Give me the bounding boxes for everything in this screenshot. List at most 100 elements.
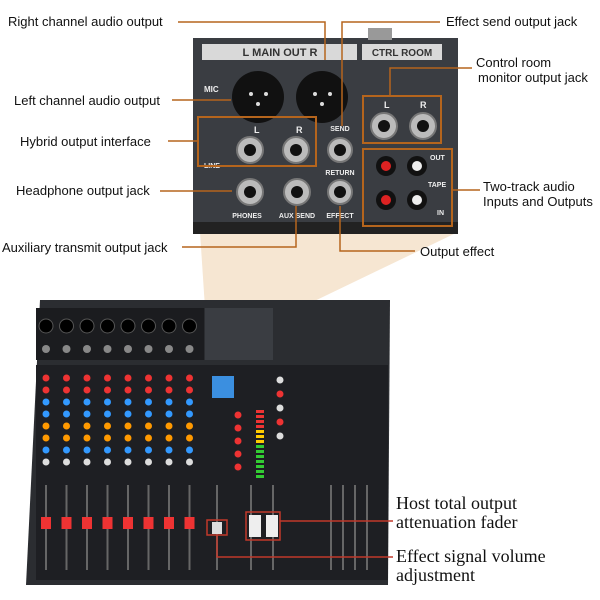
line-input	[144, 345, 153, 353]
channel-knob	[42, 386, 50, 394]
line-input	[165, 345, 173, 353]
level-meter-led	[256, 415, 264, 418]
channel-knob	[124, 458, 132, 466]
phones-label: PHONES	[232, 213, 262, 220]
xlr-input	[59, 318, 74, 334]
xlr-input	[182, 318, 197, 334]
channel-knob	[42, 422, 50, 430]
channel-knob	[145, 434, 152, 442]
channel-knob	[124, 434, 132, 442]
channel-knob	[83, 434, 91, 442]
sub-fader-track	[354, 485, 356, 570]
channel-knob	[186, 386, 193, 394]
channel-knob	[186, 422, 193, 430]
channel-knob	[104, 410, 111, 418]
level-meter-led	[256, 440, 264, 443]
callout-control-room-2: monitor output jack	[478, 70, 588, 85]
channel-knob	[63, 446, 70, 454]
callout-control-room-1: Control room	[476, 55, 552, 70]
channel-knob	[186, 410, 193, 418]
channel-knob	[104, 422, 111, 430]
output-panel	[205, 308, 273, 360]
channel-knob	[124, 422, 132, 430]
level-meter-led	[256, 470, 264, 473]
callout-effect-volume-2: adjustment	[396, 565, 475, 585]
ctrl-room-label: CTRL ROOM	[372, 48, 432, 59]
main-fader-l	[249, 515, 261, 537]
channel-fader	[143, 517, 154, 529]
line-input	[83, 345, 91, 353]
xlr-input	[79, 318, 95, 334]
level-meter-led	[256, 475, 264, 478]
channel-knob	[124, 398, 132, 406]
mic-label: MIC	[204, 85, 219, 94]
level-meter-led	[256, 460, 264, 463]
channel-knob	[83, 422, 91, 430]
channel-fader	[184, 517, 195, 529]
callout-hybrid: Hybrid output interface	[20, 134, 151, 149]
xlr-input	[38, 318, 54, 334]
aux-knob	[276, 404, 284, 412]
callout-host-fader-2: attenuation fader	[396, 512, 518, 532]
master-knob	[234, 450, 242, 458]
channel-knob	[186, 374, 193, 382]
fx-fader	[212, 522, 222, 534]
xlr-right	[296, 71, 348, 123]
aux-knob	[276, 432, 284, 440]
level-meter-led	[256, 455, 264, 458]
channel-knob	[63, 434, 70, 442]
sub-fader-track	[342, 485, 344, 570]
xlr-input	[161, 318, 177, 334]
master-knob	[234, 463, 242, 471]
send-label: SEND	[330, 126, 349, 133]
level-meter-led	[256, 420, 264, 423]
main-out-label: L MAIN OUT R	[243, 47, 318, 59]
tape-label: TAPE	[428, 182, 446, 189]
channel-knob	[165, 410, 173, 418]
callout-aux: Auxiliary transmit output jack	[2, 240, 168, 255]
level-meter-led	[256, 465, 264, 468]
channel-knob	[83, 386, 91, 394]
aux-send-label: AUX SEND	[279, 213, 315, 220]
aux-knob	[276, 376, 284, 384]
channel-fader	[102, 517, 113, 529]
line-input	[185, 345, 194, 353]
channel-knob	[165, 434, 173, 442]
channel-knob	[104, 458, 111, 466]
line-input	[124, 345, 132, 353]
channel-knob	[42, 446, 50, 454]
channel-knob	[186, 458, 193, 466]
channel-knob	[104, 434, 111, 442]
control-surface	[36, 365, 388, 580]
channel-knob	[42, 410, 50, 418]
callout-effect-volume-1: Effect signal volume	[396, 546, 546, 566]
sub-fader-track	[366, 485, 368, 570]
xlr-input	[120, 318, 136, 334]
xlr-left	[232, 71, 284, 123]
channel-knob	[63, 386, 70, 394]
fx-send-jack-top	[368, 28, 392, 40]
level-meter-led	[256, 435, 264, 438]
channel-knob	[63, 410, 70, 418]
callout-lines	[160, 21, 480, 252]
callout-right-channel: Right channel audio output	[8, 14, 163, 29]
rca-jacks	[376, 156, 427, 210]
callout-effect-send: Effect send output jack	[446, 14, 578, 29]
channel-knob	[165, 374, 173, 382]
callout-headphone: Headphone output jack	[16, 183, 150, 198]
channel-knob	[104, 446, 111, 454]
channel-knob	[165, 386, 173, 394]
channel-knob	[63, 458, 70, 466]
level-meter-led	[256, 410, 264, 413]
channel-fader	[123, 517, 133, 529]
channel-fader	[41, 517, 51, 529]
callout-left-channel: Left channel audio output	[14, 93, 161, 108]
channel-knob	[83, 374, 91, 382]
xlr-input	[100, 318, 115, 334]
tape-out-label: OUT	[430, 155, 446, 162]
channel-knob	[124, 410, 132, 418]
channel-knob	[83, 458, 91, 466]
master-knob	[234, 437, 242, 445]
channel-knob	[165, 422, 173, 430]
channel-knob	[124, 446, 132, 454]
